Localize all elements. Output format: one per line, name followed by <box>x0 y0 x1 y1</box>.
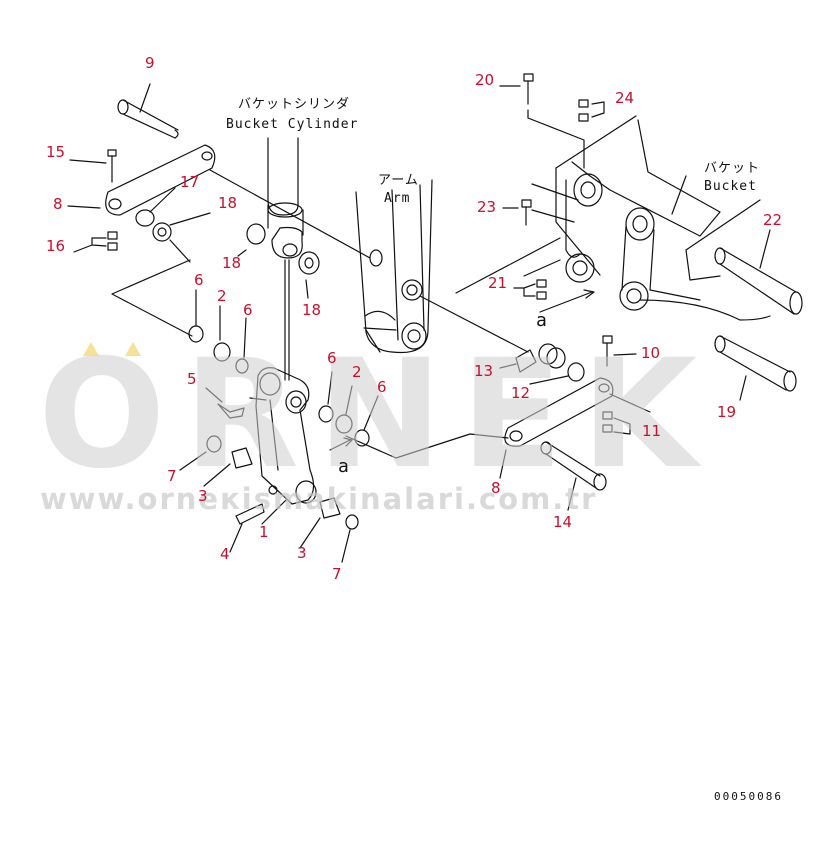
part-number-22: 22 <box>763 211 783 229</box>
part-number-19: 19 <box>717 403 737 421</box>
label-bucket-cylinder-jp: バケットシリンダ <box>238 97 351 112</box>
part-number-13: 13 <box>474 362 494 380</box>
pin-14 <box>540 441 607 511</box>
link-8-left <box>67 144 216 216</box>
part-number-2-a: 2 <box>217 287 227 305</box>
bolt-15 <box>69 149 117 183</box>
bucket <box>555 115 771 321</box>
part-number-8-right: 8 <box>491 479 501 497</box>
bushing-13 <box>499 343 585 385</box>
part-number-7-a: 7 <box>167 467 177 485</box>
part-number-7-b: 7 <box>332 565 342 583</box>
drawing-code: 00050086 <box>714 790 783 803</box>
part-number-3-a: 3 <box>198 487 208 505</box>
part-number-11: 11 <box>642 422 662 440</box>
watermark-dots <box>83 342 141 356</box>
label-ref-a-lower: a <box>338 456 350 477</box>
part-number-16: 16 <box>46 237 66 255</box>
part-number-15: 15 <box>46 143 66 161</box>
part-number-6-d: 6 <box>377 378 387 396</box>
link-1 <box>249 367 317 505</box>
pin-9 <box>117 83 179 139</box>
bolt-23 <box>502 183 579 226</box>
part-number-14: 14 <box>553 513 573 531</box>
link-8-right <box>499 377 651 479</box>
part-number-18-c: 18 <box>302 301 322 319</box>
part-number-3-b: 3 <box>297 544 307 562</box>
label-arm-en: Arm <box>384 191 411 206</box>
part-number-6-a: 6 <box>194 271 204 289</box>
bolt-20 <box>499 73 585 169</box>
part-number-6-b: 6 <box>243 301 253 319</box>
part-number-12: 12 <box>511 384 531 402</box>
nuts-16 <box>73 231 118 253</box>
part-number-4: 4 <box>220 545 230 563</box>
label-bucket-jp: バケット <box>704 161 761 176</box>
part-number-18-b: 18 <box>222 254 242 272</box>
part-number-5: 5 <box>187 370 197 388</box>
nuts-21 <box>513 259 561 300</box>
label-arm-jp: アーム <box>378 173 419 188</box>
part-number-17: 17 <box>180 173 200 191</box>
label-ref-a-upper: a <box>536 310 548 331</box>
part-number-8-left: 8 <box>53 195 63 213</box>
part-number-1: 1 <box>259 523 269 541</box>
bolt-10 <box>602 335 637 367</box>
part-number-2-b: 2 <box>352 363 362 381</box>
washers-left <box>135 187 211 242</box>
label-bucket-cylinder-en: Bucket Cylinder <box>226 117 359 132</box>
part-number-10: 10 <box>641 344 661 362</box>
part-number-6-c: 6 <box>327 349 337 367</box>
watermark-brand: ÖRNEK <box>38 350 716 480</box>
pin-22 <box>455 229 803 315</box>
nuts-11 <box>602 411 631 435</box>
watermark-url: www.orneкismakinalari.com.tr <box>40 482 598 516</box>
part-number-21: 21 <box>488 274 508 292</box>
part-number-18-a: 18 <box>218 194 238 212</box>
arm <box>355 179 433 354</box>
pin-19 <box>714 335 797 401</box>
part-number-24: 24 <box>615 89 635 107</box>
nuts-24 <box>578 99 605 122</box>
part-number-20: 20 <box>475 71 495 89</box>
label-bucket-en: Bucket <box>704 179 757 194</box>
bucket-cylinder <box>267 137 304 381</box>
part-number-23: 23 <box>477 198 497 216</box>
part-number-9: 9 <box>145 54 155 72</box>
